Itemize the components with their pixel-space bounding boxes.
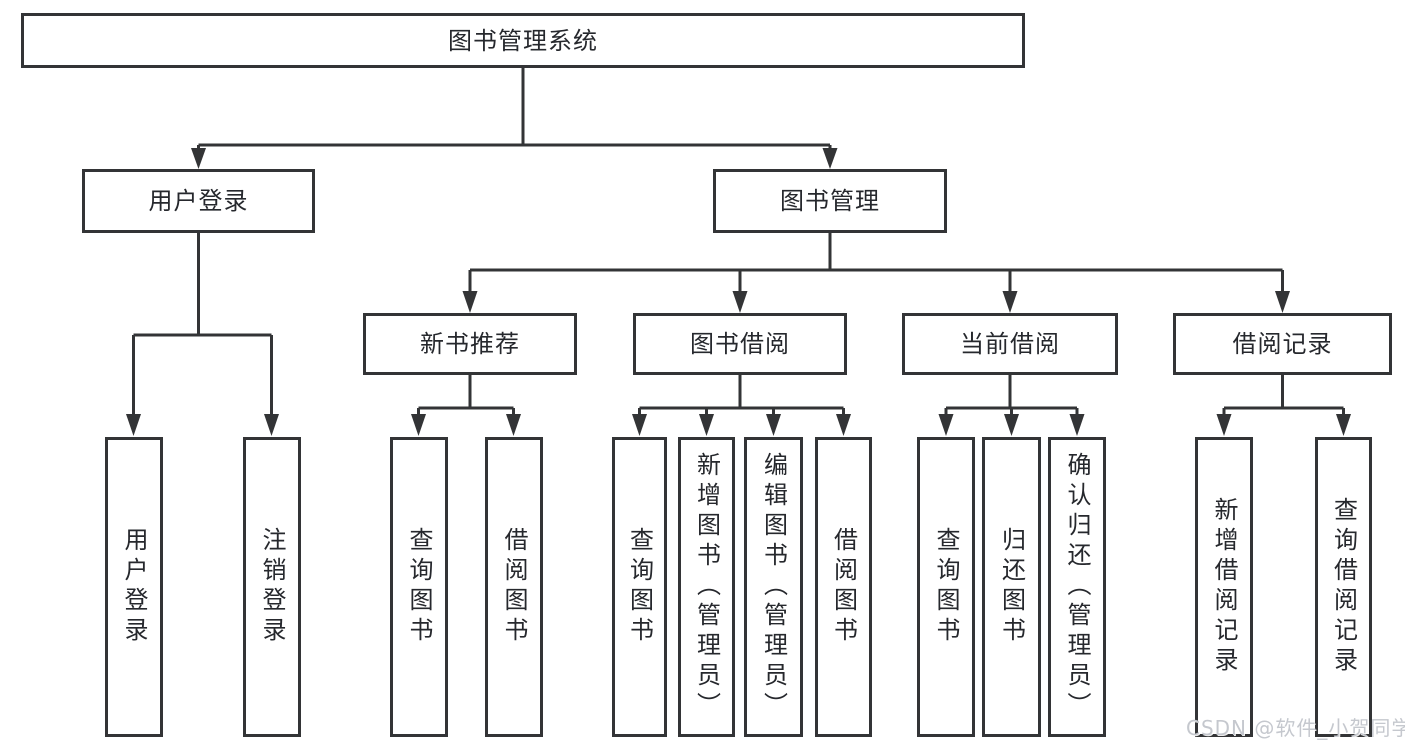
- node-borrow-record-label: 借阅记录: [1232, 330, 1333, 358]
- leaf-confirm-return-label: 确认归还（管理员）: [1063, 452, 1091, 722]
- leaf-query-borrow-record-label: 查询借阅记录: [1329, 497, 1358, 677]
- leaf-query-borrow-record: 查询借阅记录: [1315, 437, 1372, 737]
- node-new-book-recommend: 新书推荐: [363, 313, 577, 375]
- leaf-query-book-1: 查询图书: [390, 437, 448, 737]
- leaf-borrow-book-2-label: 借阅图书: [829, 527, 858, 647]
- node-book-management-label: 图书管理: [780, 187, 880, 215]
- leaf-return-book-label: 归还图书: [997, 527, 1026, 647]
- leaf-user-login: 用户登录: [105, 437, 163, 737]
- leaf-query-book-2-label: 查询图书: [625, 527, 654, 647]
- node-current-borrow-label: 当前借阅: [960, 330, 1060, 358]
- leaf-add-borrow-record: 新增借阅记录: [1195, 437, 1253, 737]
- leaf-query-book-2: 查询图书: [612, 437, 667, 737]
- leaf-add-book-label: 新增图书（管理员）: [692, 452, 721, 722]
- node-book-borrow: 图书借阅: [633, 313, 847, 375]
- leaf-confirm-return: 确认归还（管理员）: [1048, 437, 1106, 737]
- leaf-query-book-1-label: 查询图书: [405, 527, 433, 647]
- leaf-query-book-3: 查询图书: [917, 437, 975, 737]
- leaf-borrow-book-1-label: 借阅图书: [500, 527, 528, 647]
- leaf-user-login-label: 用户登录: [120, 527, 148, 647]
- leaf-add-borrow-record-label: 新增借阅记录: [1210, 497, 1238, 677]
- node-root-label: 图书管理系统: [448, 26, 598, 55]
- leaf-edit-book-label: 编辑图书（管理员）: [759, 452, 788, 722]
- node-new-book-recommend-label: 新书推荐: [420, 330, 520, 358]
- node-user-login-label: 用户登录: [148, 187, 249, 215]
- node-book-borrow-label: 图书借阅: [690, 330, 790, 358]
- watermark: CSDN @软件_小贺同学: [1186, 716, 1405, 740]
- leaf-query-book-3-label: 查询图书: [932, 527, 960, 647]
- leaf-add-book: 新增图书（管理员）: [678, 437, 735, 737]
- node-current-borrow: 当前借阅: [902, 313, 1118, 375]
- leaf-logout-label: 注销登录: [258, 527, 286, 647]
- leaf-return-book: 归还图书: [982, 437, 1041, 737]
- leaf-borrow-book-2: 借阅图书: [815, 437, 872, 737]
- node-root: 图书管理系统: [21, 13, 1025, 68]
- node-book-management: 图书管理: [713, 169, 947, 233]
- leaf-edit-book: 编辑图书（管理员）: [744, 437, 803, 737]
- node-borrow-record: 借阅记录: [1173, 313, 1392, 375]
- leaf-borrow-book-1: 借阅图书: [485, 437, 543, 737]
- node-user-login: 用户登录: [82, 169, 315, 233]
- leaf-logout: 注销登录: [243, 437, 301, 737]
